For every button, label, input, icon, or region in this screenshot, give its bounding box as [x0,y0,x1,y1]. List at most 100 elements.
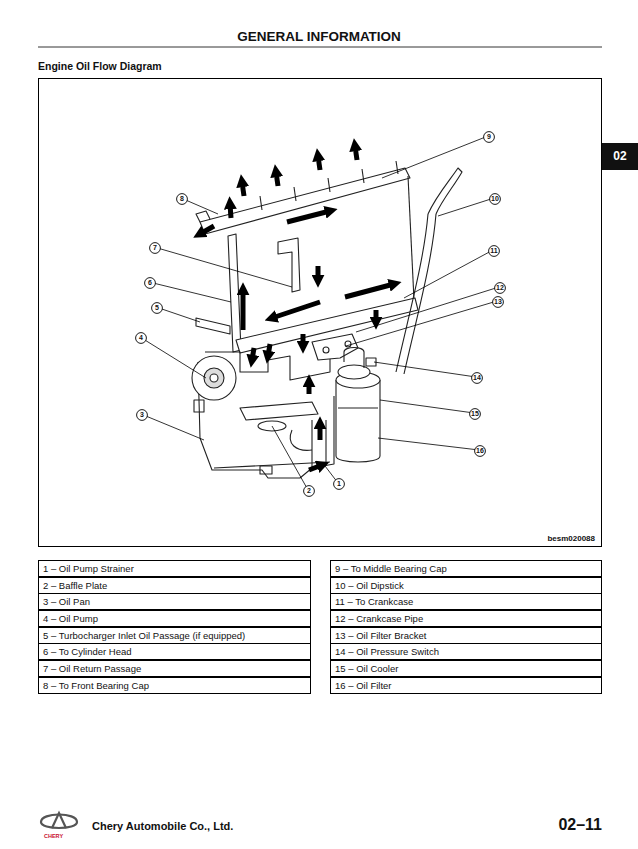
logo-text: CHERY [44,833,63,839]
callout-circle: 15 [469,408,481,420]
callout-number: 9 [479,131,499,143]
table-cell: 11 – To Crankcase [330,593,602,610]
flow-arrow [374,310,379,322]
flow-arrow [252,348,254,360]
flow-arrow [276,172,278,186]
rail-stub [260,196,262,210]
figure-frame: besm02008898107116121354143151612 [38,78,602,547]
oil-pan [198,362,334,478]
rail-end [196,211,210,222]
header-rule [38,47,602,48]
block-edge [408,176,414,300]
flow-arrow [345,284,394,297]
table-cell: 16 – Oil Filter [330,677,602,694]
leader-line [154,247,292,287]
callout-number: 3 [132,409,152,421]
dipstick-tube [404,214,436,374]
turbo-passage [196,318,230,334]
flow-arrow [309,465,322,470]
pump-boss [194,400,204,412]
leader-line [380,400,474,413]
leader-line [374,362,476,377]
callout-circle: 12 [494,282,506,294]
leader-line [149,282,231,302]
callout-number: 7 [145,242,165,254]
bracket-bolt [323,347,329,353]
pump-hub [204,368,224,388]
rail-stub [294,187,296,201]
table-cell: 3 – Oil Pan [38,593,311,610]
callout-circle: 13 [492,296,504,308]
callout-circle: 16 [474,445,486,457]
callout-number: 5 [147,302,167,314]
flow-arrow [318,424,323,440]
table-cell: 5 – Turbocharger Inlet Oil Passage (if e… [38,627,311,644]
page-title: GENERAL INFORMATION [0,29,638,44]
suction-pipe [312,420,326,470]
callout-circle: 2 [303,485,315,497]
flow-arrow [272,302,320,318]
leader-line [272,426,308,490]
callout-circle: 5 [151,302,163,314]
table-cell: 10 – Oil Dipstick [330,577,602,594]
flow-arrow [242,182,244,196]
dipstick-handle [428,168,462,214]
callout-number: 10 [485,193,505,205]
callout-number: 1 [329,478,349,490]
callout-number: 15 [465,408,485,420]
callout-number: 11 [484,245,504,257]
table-cell: 13 – Oil Filter Bracket [330,627,602,644]
logo-mark [41,815,77,829]
rail-stub [362,169,364,183]
figure-code: besm020088 [547,534,595,543]
callout-circle: 10 [489,193,501,205]
callout-number: 4 [131,332,151,344]
callout-circle: 4 [135,332,147,344]
filter-bracket [312,334,358,360]
rail-stub [328,178,330,192]
company-name: Chery Automobile Co., Ltd. [92,820,233,832]
leader-line [404,250,493,298]
leader-line [356,287,499,332]
flow-arrow [230,204,231,218]
table-cell: 7 – Oil Return Passage [38,660,311,677]
filter-band [338,407,378,408]
callout-number: 2 [299,485,319,497]
table-cell: 9 – To Middle Bearing Cap [330,560,602,577]
callout-circle: 9 [483,131,495,143]
figure-heading: Engine Oil Flow Diagram [38,60,162,72]
oil-filter [336,380,380,462]
callout-circle: 3 [136,409,148,421]
table-cell: 6 – To Cylinder Head [38,643,311,660]
table-cell: 2 – Baffle Plate [38,577,311,594]
flow-arrow [318,156,320,170]
leader-line [346,301,497,346]
callout-number: 12 [490,282,510,294]
table-cell: 14 – Oil Pressure Switch [330,643,602,660]
rail-stub [228,205,230,218]
drain-plug [260,466,272,474]
callout-circle: 8 [176,193,188,205]
leader-line [140,337,206,378]
callout-number: 14 [467,372,487,384]
table-cell: 15 – Oil Cooler [330,660,602,677]
flow-arrow [307,382,312,394]
flow-arrow [287,211,330,222]
callout-number: 16 [470,445,490,457]
callout-circle: 6 [144,277,156,289]
logo-mark [52,813,66,828]
pickup-tube [290,430,312,450]
oil-cooler [338,365,370,379]
table-cell: 8 – To Front Bearing Cap [38,677,311,694]
baffle-plate [240,402,318,420]
table-cell: 12 – Crankcase Pipe [330,610,602,627]
callout-number: 13 [488,296,508,308]
flow-arrow [301,334,306,346]
oil-pump [192,356,236,400]
flow-arrow [241,290,246,330]
callout-circle: 11 [488,245,500,257]
flow-arrow [268,344,270,356]
callout-circle: 7 [149,242,161,254]
